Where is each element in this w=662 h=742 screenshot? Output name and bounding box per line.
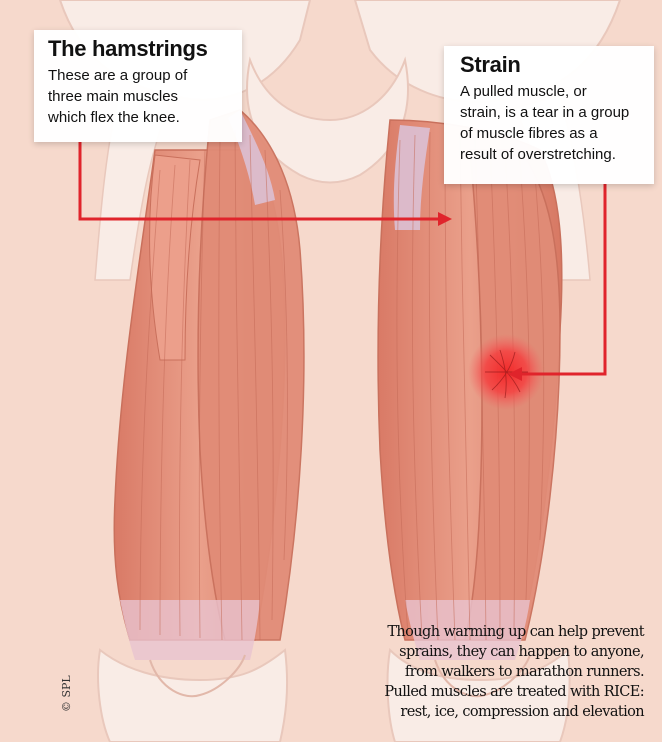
caption-line: Though warming up can help prevent	[384, 622, 644, 642]
strain-line: strain, is a tear in a group	[460, 102, 654, 123]
strain-line: result of overstretching.	[460, 144, 654, 165]
hamstrings-line: These are a group of	[48, 65, 242, 86]
strain-title: Strain	[460, 52, 654, 78]
strain-callout: Strain A pulled muscle, or strain, is a …	[444, 46, 654, 184]
caption-text: Though warming up can help prevent sprai…	[384, 622, 644, 722]
hamstrings-title: The hamstrings	[48, 36, 242, 62]
photo-credit: © SPL	[60, 675, 73, 712]
caption-line: rest, ice, compression and elevation	[384, 702, 644, 722]
strain-description: A pulled muscle, or strain, is a tear in…	[460, 81, 654, 165]
hamstrings-line: which flex the knee.	[48, 107, 242, 128]
strain-line: of muscle fibres as a	[460, 123, 654, 144]
hamstrings-line: three main muscles	[48, 86, 242, 107]
caption-line: Pulled muscles are treated with RICE:	[384, 682, 644, 702]
hamstrings-description: These are a group of three main muscles …	[48, 65, 242, 128]
strain-line: A pulled muscle, or	[460, 81, 654, 102]
caption-line: from walkers to marathon runners.	[384, 662, 644, 682]
caption-line: sprains, they can happen to anyone,	[384, 642, 644, 662]
strain-spot	[468, 334, 544, 410]
hamstrings-callout: The hamstrings These are a group of thre…	[34, 30, 242, 142]
